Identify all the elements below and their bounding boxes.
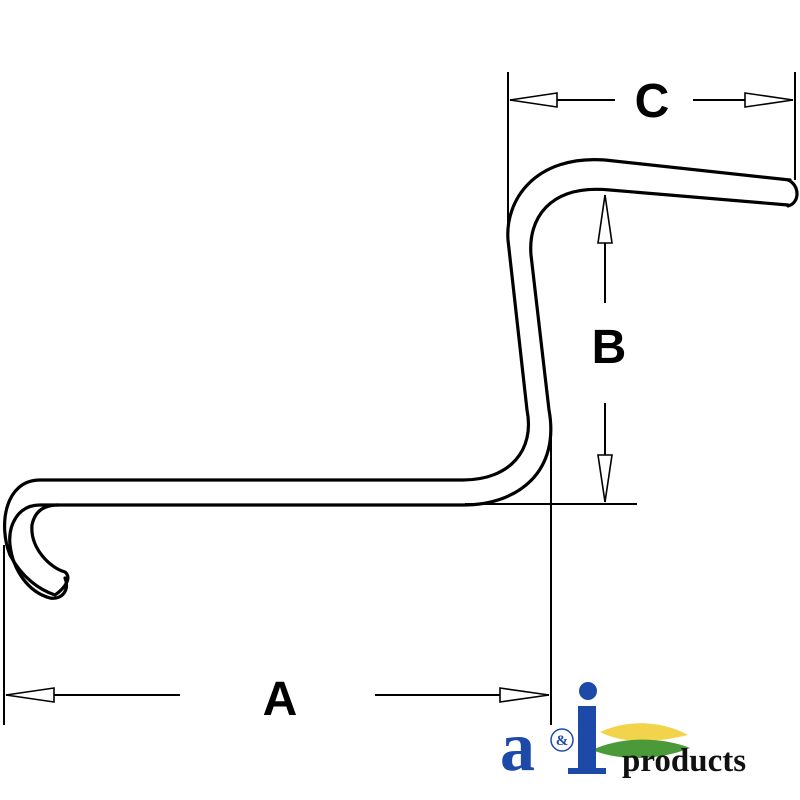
dimension-a: A [3, 420, 552, 726]
wire-outer-edge [8, 187, 790, 600]
dimension-c: C [507, 72, 796, 232]
dimension-label-b: B [592, 321, 627, 374]
logo-i-stem [578, 706, 596, 768]
dimension-label-a: A [263, 673, 298, 726]
arrowhead-a-left [5, 687, 55, 703]
arrowhead-c-right [744, 92, 794, 108]
logo-wordmark: products [622, 743, 746, 779]
logo-field-stripes [592, 739, 690, 759]
wire-end-cap [786, 178, 799, 208]
logo-letter-a: a [500, 709, 535, 786]
logo-ampersand: & [556, 733, 569, 749]
wire-part [3, 158, 799, 600]
logo-i-serif [568, 768, 606, 774]
arrowhead-b-bottom [597, 454, 613, 503]
dimension-label-c: C [635, 75, 670, 128]
arrowhead-b-top [597, 194, 613, 244]
logo-ampersand-badge [550, 728, 574, 752]
arrowhead-c-left [509, 92, 558, 108]
wire-inner-edge [3, 158, 792, 597]
arrowhead-a-right [499, 687, 550, 703]
dimension-b: B [465, 194, 637, 505]
logo-field-swoosh [600, 723, 688, 741]
ai-products-logo: a & products [500, 682, 746, 786]
logo-i-dot [579, 682, 597, 700]
